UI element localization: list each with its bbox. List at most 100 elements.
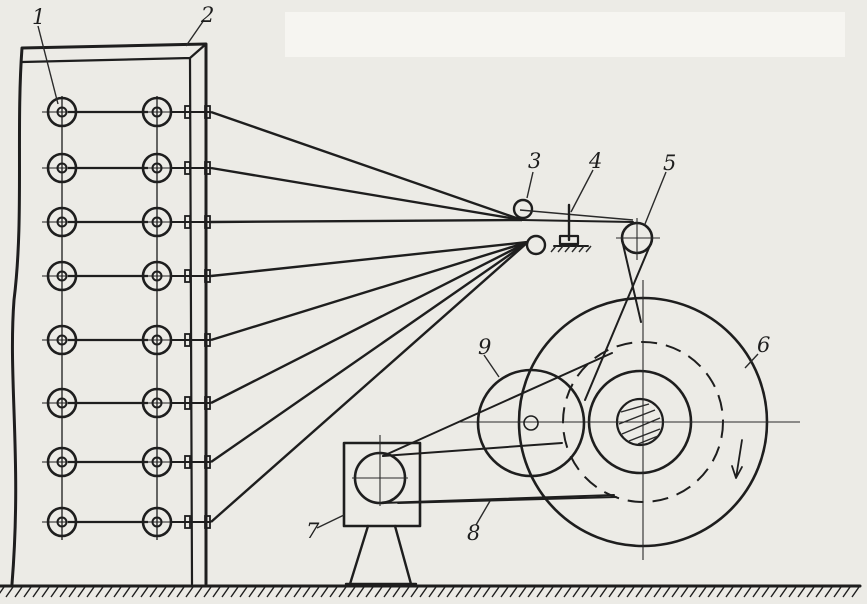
ground-hatch-line bbox=[320, 586, 329, 598]
ground-hatch-line bbox=[554, 586, 563, 598]
ground-hatch-line bbox=[329, 586, 338, 598]
ground-hatch-line bbox=[743, 586, 752, 598]
ground-hatch-line bbox=[815, 586, 824, 598]
bobbin-row bbox=[42, 96, 211, 128]
lower-guide-roller bbox=[525, 234, 547, 256]
ground-hatch-line bbox=[770, 586, 779, 598]
guide-rollers bbox=[512, 198, 634, 256]
ground-hatch-line bbox=[230, 586, 239, 598]
ground-hatch-line bbox=[671, 586, 680, 598]
ground-hatch-line bbox=[824, 586, 833, 598]
thread-eyelet bbox=[171, 396, 211, 410]
thread-eyelet bbox=[171, 515, 211, 529]
ground-hatch-line bbox=[284, 586, 293, 598]
ground-hatch-line bbox=[662, 586, 671, 598]
bobbin-row bbox=[42, 446, 211, 478]
bobbin-row bbox=[42, 387, 211, 419]
bobbin-row bbox=[42, 506, 211, 538]
ground-hatch-line bbox=[86, 586, 95, 598]
ground-hatch-line bbox=[437, 586, 446, 598]
ground-hatch-line bbox=[158, 586, 167, 598]
ground-hatch-line bbox=[779, 586, 788, 598]
upper-guide-roller bbox=[512, 198, 534, 220]
ground-hatch-line bbox=[239, 586, 248, 598]
ground-hatch-line bbox=[491, 586, 500, 598]
ground-hatch-line bbox=[212, 586, 221, 598]
ground-hatch-line bbox=[95, 586, 104, 598]
label-bobbin: 1 bbox=[32, 5, 45, 29]
ground-hatch-line bbox=[347, 586, 356, 598]
ground-hatch-line bbox=[428, 586, 437, 598]
label-intermediate-wheel: 9 bbox=[478, 335, 491, 359]
ground-hatch-line bbox=[761, 586, 770, 598]
ground-hatch-line bbox=[419, 586, 428, 598]
thread-eyelet bbox=[171, 455, 211, 469]
thread bbox=[210, 218, 523, 224]
ground-hatch-line bbox=[176, 586, 185, 598]
erased-area bbox=[285, 12, 845, 57]
thread bbox=[210, 241, 529, 523]
ground-hatch-line bbox=[707, 586, 716, 598]
ground-hatch-line bbox=[14, 586, 23, 598]
belt bbox=[381, 494, 617, 504]
ground-hatch-line bbox=[266, 586, 275, 598]
label-creel-frame: 2 bbox=[200, 3, 214, 27]
ground-hatch-line bbox=[626, 586, 635, 598]
ground-hatch-line bbox=[527, 586, 536, 598]
ground-hatch-line bbox=[455, 586, 464, 598]
ground-hatch-line bbox=[851, 586, 860, 598]
ground-hatch-line bbox=[383, 586, 392, 598]
ground-hatch-line bbox=[59, 586, 68, 598]
ground-hatch-line bbox=[788, 586, 797, 598]
ground-hatch-line bbox=[599, 586, 608, 598]
ground-hatch-line bbox=[248, 586, 257, 598]
ground-hatch-line bbox=[410, 586, 419, 598]
thread bbox=[210, 166, 523, 222]
ground bbox=[0, 584, 862, 598]
bobbin-row bbox=[42, 324, 211, 356]
thread bbox=[210, 241, 529, 463]
ground-hatch-line bbox=[806, 586, 815, 598]
bobbin-rows bbox=[42, 96, 211, 538]
ground-hatch-line bbox=[122, 586, 131, 598]
ground-hatch-line bbox=[5, 586, 14, 598]
ground-hatch-line bbox=[536, 586, 545, 598]
motor bbox=[342, 435, 422, 586]
threads bbox=[210, 110, 529, 523]
bobbin-row bbox=[42, 206, 211, 238]
ground-hatch-line bbox=[0, 586, 5, 594]
ground-hatch-line bbox=[392, 586, 401, 598]
label-top-pulley: 5 bbox=[663, 151, 676, 175]
ground-hatch-line bbox=[608, 586, 617, 598]
ground-hatch-line bbox=[104, 586, 113, 598]
ground-hatch-line bbox=[311, 586, 320, 598]
ground-hatch-line bbox=[203, 586, 212, 598]
ground-hatch-line bbox=[293, 586, 302, 598]
bobbin-row bbox=[42, 260, 211, 292]
ground-hatch-line bbox=[833, 586, 842, 598]
ground-hatch-line bbox=[257, 586, 266, 598]
ground-hatch-line bbox=[68, 586, 77, 598]
ground-hatch-line bbox=[167, 586, 176, 598]
ground-hatch-line bbox=[572, 586, 581, 598]
ground-hatch-line bbox=[185, 586, 194, 598]
thread-eyelet bbox=[171, 215, 211, 229]
label-upper-guide-roller: 3 bbox=[528, 149, 541, 173]
ground-hatch-line bbox=[113, 586, 122, 598]
ground-hatch-line bbox=[140, 586, 149, 598]
ground-hatch-line bbox=[374, 586, 383, 598]
ground-hatch-line bbox=[635, 586, 644, 598]
thread bbox=[210, 240, 529, 405]
ground-hatch-line bbox=[275, 586, 284, 598]
intermediate-wheel bbox=[382, 352, 613, 478]
ground-hatch-line bbox=[752, 586, 761, 598]
ground-hatch-line bbox=[149, 586, 158, 598]
ground-hatch-line bbox=[446, 586, 455, 598]
ground-hatch-line bbox=[464, 586, 473, 598]
ground-hatch-line bbox=[725, 586, 734, 598]
ground-hatch-line bbox=[473, 586, 482, 598]
ground-hatch-line bbox=[194, 586, 203, 598]
label-leaders bbox=[37, 19, 759, 529]
top-pulley bbox=[521, 218, 660, 260]
